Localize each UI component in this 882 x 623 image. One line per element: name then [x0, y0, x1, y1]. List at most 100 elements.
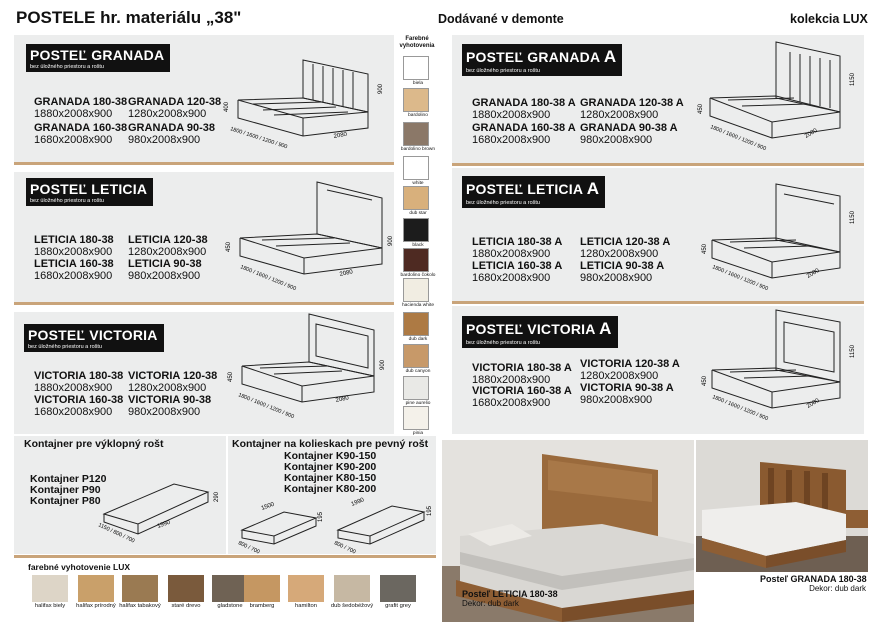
section-title: POSTEĽ GRANADA A: [466, 47, 617, 66]
dim-length: 2080: [804, 128, 819, 140]
title-badge-leticia: POSTEĽ LETICIA bez úložného priestoru a …: [26, 178, 154, 206]
dim-width: 1800 / 1600 / 1200 / 900: [711, 394, 769, 422]
color-swatch-label: dub star: [409, 211, 427, 216]
title-badge-leticia-a: POSTEĽ LETICIA A bez úložného priestoru …: [462, 176, 606, 208]
dim-length: 1990: [351, 497, 366, 508]
dim-headboard: 400: [224, 101, 230, 112]
photo-leticia: [442, 440, 694, 622]
title-badge-victoria: POSTEĽ VICTORIA bez úložného priestoru a…: [24, 324, 164, 352]
lux-color-swatch: [380, 575, 416, 602]
section-title: POSTEĽ LETICIA: [30, 181, 148, 197]
header-delivery-note: Dodávané v demonte: [438, 12, 564, 26]
section-title: POSTEĽ VICTORIA: [28, 327, 158, 343]
lux-color-label: grafit grey: [385, 603, 411, 609]
lux-color-label: halifax biely: [34, 603, 66, 609]
color-swatch-label: dub canyon: [405, 369, 431, 374]
color-swatch-label: bardolino brown: [400, 147, 436, 152]
color-swatch: [403, 344, 429, 368]
color-swatch: [403, 122, 429, 146]
lux-color-swatch: [78, 575, 114, 602]
container-drawing-vyklopny: 290 1990 1150 / 800 / 700: [97, 483, 220, 544]
dim-length: 1990: [157, 519, 172, 529]
dim-height: 1150: [850, 72, 856, 86]
dim-length: 2080: [335, 395, 350, 404]
color-swatch-label: white: [412, 181, 424, 186]
bed-drawing-leticia: 450 900 1800 / 1600 / 1200 / 900 2080: [226, 181, 392, 292]
lux-color-label: hamilton: [295, 603, 317, 609]
lux-color-label: halifax tabakový: [119, 603, 161, 609]
title-badge-victoria-a: POSTEĽ VICTORIA A bez úložného priestoru…: [462, 316, 618, 348]
divider: [452, 301, 864, 304]
section-title: POSTEĽ VICTORIA A: [466, 319, 612, 338]
section-title: POSTEĽ GRANADA: [30, 47, 165, 63]
color-swatch-label: black: [412, 243, 424, 248]
title-badge-granada-a: POSTEĽ GRANADA A bez úložného priestoru …: [462, 44, 623, 76]
color-swatch-label: bardolino čokolo: [400, 273, 436, 278]
bed-drawing-leticia-a: 450 1150 1800 / 1600 / 1200 / 900 2080: [702, 183, 856, 292]
dim-width: 1800 / 1600 / 1200 / 900: [239, 264, 297, 292]
section-subtitle: bez úložného priestoru a roštu: [30, 64, 104, 70]
list-item: Kontajner K80-200: [284, 483, 377, 495]
swatch-column-title: Farebné vyhotovenia: [399, 36, 435, 49]
color-swatch-label: bardolino: [408, 113, 428, 118]
dim-width: 1800 / 1600 / 1200 / 900: [237, 392, 295, 420]
title-badge-granada: POSTEĽ GRANADA bez úložného priestoru a …: [26, 44, 171, 72]
dim-depth: 1150 / 800 / 700: [97, 522, 135, 544]
dim-height: 900: [380, 359, 386, 370]
section-subtitle: bez úložného priestoru a roštu: [30, 198, 104, 204]
bed-drawing-granada: 400 900 1800 / 1600 / 1200 / 900 2080: [224, 59, 384, 150]
dim-length: 2080: [339, 269, 354, 278]
dim-height: 900: [378, 83, 384, 94]
lux-color-swatch: [288, 575, 324, 602]
dim-headboard: 450: [702, 243, 708, 254]
divider: [14, 555, 436, 558]
list-item: Kontajner P120: [30, 473, 107, 485]
lux-color-swatch: [244, 575, 280, 602]
kontajner-vyklopny-list: Kontajner P120 Kontajner P90 Kontajner P…: [30, 474, 106, 507]
kontajner-koliesky-list: Kontajner K90-150 Kontajner K90-200 Kont…: [284, 451, 376, 495]
color-swatch: [403, 218, 429, 242]
container-drawing-koliesky-2: 1990 195 800 / 700: [333, 497, 433, 554]
dim-width: 1800 / 1600 / 1200 / 900: [711, 264, 769, 292]
divider: [452, 163, 864, 166]
dim-length: 1500: [261, 501, 276, 511]
lux-color-label: halifax prírodný: [76, 603, 116, 609]
color-swatch-label: pinia: [412, 431, 424, 436]
color-swatch-label: dub dark: [408, 337, 428, 342]
list-item: Kontajner K80-150: [284, 472, 377, 484]
bed-drawing-victoria-a: 450 1150 1800 / 1600 / 1200 / 900 2080: [702, 309, 856, 422]
container-drawing-koliesky-1: 1500 195 800 / 700: [237, 501, 324, 554]
section-subtitle: bez úložného priestoru a roštu: [28, 344, 102, 350]
color-swatch: [403, 186, 429, 210]
lux-color-swatch: [32, 575, 68, 602]
photo-caption-granada: Posteľ GRANADA 180-38 Dekor: dub dark: [760, 574, 867, 593]
dim-length: 2080: [333, 132, 348, 140]
color-swatch: [403, 56, 429, 80]
section-subtitle: bez úložného priestoru a roštu: [466, 340, 540, 346]
color-swatch-label: biela: [412, 81, 424, 86]
divider: [14, 302, 394, 305]
dim-height: 195: [318, 511, 324, 522]
color-swatch-label: pine aurelio: [405, 401, 431, 406]
list-item: Kontajner P80: [30, 495, 101, 507]
lux-color-swatch: [168, 575, 204, 602]
bed-drawing-victoria: 450 900 1800 / 1600 / 1200 / 900 2080: [228, 313, 386, 420]
header-collection: kolekcia LUX: [790, 12, 868, 26]
dim-headboard: 450: [226, 241, 232, 252]
